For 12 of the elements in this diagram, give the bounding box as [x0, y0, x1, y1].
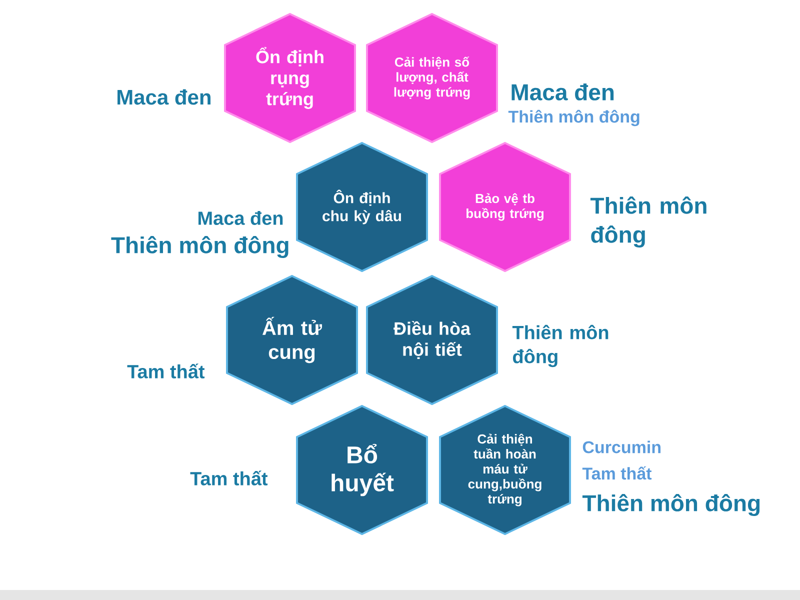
- side-label: Maca đen: [198, 211, 283, 225]
- side-label: Tam thất: [127, 364, 205, 378]
- side-label: Maca đen: [512, 84, 614, 100]
- side-label: Thiên môn đông: [512, 324, 608, 368]
- side-label: Tam thất: [582, 466, 652, 480]
- side-label: Thiên môn đông: [590, 196, 706, 248]
- side-label: Maca đen: [118, 89, 210, 105]
- side-label: Thiên môn đông: [111, 236, 288, 258]
- side-label: Thiên môn đông: [508, 110, 640, 126]
- side-label: Tam thất: [190, 470, 268, 486]
- side-label: Curcumin: [582, 440, 660, 454]
- side-label: Thiên môn đông: [582, 494, 760, 516]
